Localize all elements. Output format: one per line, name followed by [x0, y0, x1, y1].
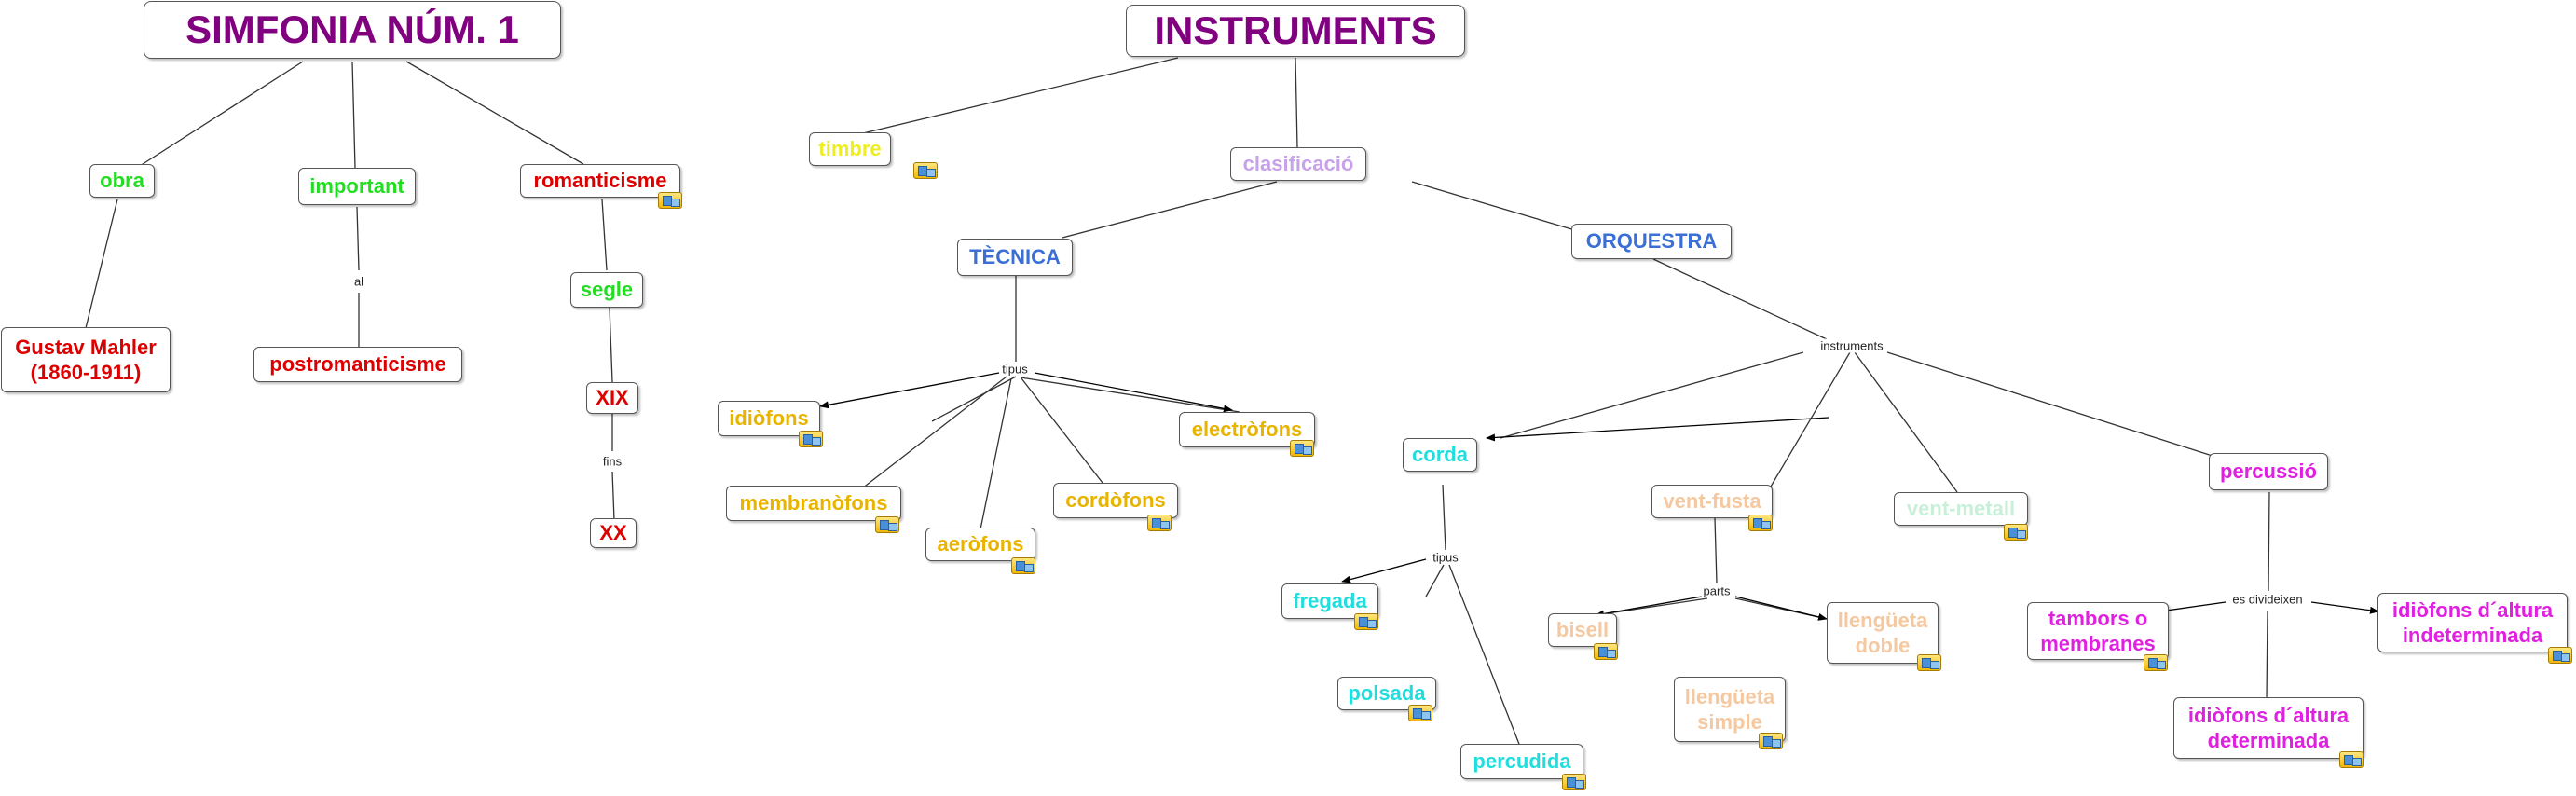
concept-orquestra[interactable]: ORQUESTRA [1571, 224, 1732, 259]
concept-tambors-o-membranes[interactable]: tambors o membranes [2027, 602, 2169, 660]
concept-label: llengüeta doble [1837, 608, 1928, 658]
concept-bisell[interactable]: bisell [1548, 613, 1617, 647]
concept-polsada[interactable]: polsada [1337, 677, 1436, 710]
resource-attachment-icon[interactable] [875, 516, 899, 533]
concept-label: idiòfons d´altura indeterminada [2391, 597, 2554, 648]
concept-obra[interactable]: obra [89, 164, 155, 198]
resource-attachment-icon[interactable] [799, 431, 823, 447]
link-label-fins: fins [600, 454, 624, 469]
concept-label: vent-fusta [1663, 489, 1761, 514]
concept-label: cordòfons [1065, 488, 1166, 513]
concept-label: electròfons [1191, 418, 1303, 442]
concept-label: TÈCNICA [969, 245, 1061, 269]
resource-attachment-icon[interactable] [658, 192, 682, 209]
concept-label: obra [100, 169, 144, 193]
concept-instruments-title[interactable]: INSTRUMENTS [1126, 5, 1465, 57]
concept-label: XIX [596, 386, 629, 410]
concept-label: timbre [818, 137, 882, 161]
concept-label: tambors o membranes [2040, 606, 2156, 656]
concept-label: idiòfons d´altura determinada [2187, 703, 2350, 753]
link-label-al: al [351, 274, 366, 289]
concept-label: fregada [1293, 589, 1367, 613]
concept-label: Gustav Mahler (1860-1911) [15, 335, 157, 385]
concept-postromanticisme[interactable]: postromanticisme [253, 347, 462, 382]
concept-timbre[interactable]: timbre [809, 132, 891, 166]
link-label-tipus: tipus [1000, 362, 1030, 377]
resource-attachment-icon[interactable] [1748, 515, 1773, 531]
concept-label: percudida [1473, 749, 1571, 774]
concept-label: clasificació [1242, 152, 1354, 176]
concept-idiofons-determinada[interactable]: idiòfons d´altura determinada [2173, 697, 2364, 759]
concept-label: ORQUESTRA [1585, 229, 1718, 254]
concept-idiofons-indeterminada[interactable]: idiòfons d´altura indeterminada [2377, 593, 2568, 652]
resource-attachment-icon[interactable] [1147, 515, 1172, 531]
concept-idiofons[interactable]: idiòfons [718, 401, 820, 436]
concept-percudida[interactable]: percudida [1460, 744, 1583, 779]
resource-attachment-icon[interactable] [2004, 524, 2028, 541]
concept-label: segle [580, 278, 634, 302]
resource-attachment-icon[interactable] [1354, 613, 1378, 630]
concept-label: XX [599, 521, 627, 545]
concept-label: membranòfons [739, 491, 888, 515]
resource-attachment-icon[interactable] [2144, 654, 2168, 671]
resource-attachment-icon[interactable] [2548, 647, 2572, 664]
concept-membranofons[interactable]: membranòfons [726, 486, 901, 521]
link-label-parts: parts [1701, 583, 1733, 598]
resource-attachment-icon[interactable] [1408, 705, 1432, 721]
resource-attachment-icon[interactable] [1759, 733, 1783, 749]
concept-label: SIMFONIA NÚM. 1 [185, 7, 519, 51]
concept-tecnica[interactable]: TÈCNICA [957, 239, 1073, 276]
resource-attachment-icon[interactable] [2339, 751, 2364, 768]
concept-simfonia-title[interactable]: SIMFONIA NÚM. 1 [144, 1, 561, 59]
concept-label: idiòfons [729, 406, 809, 431]
concept-label: polsada [1348, 681, 1426, 706]
concept-vent-fusta[interactable]: vent-fusta [1651, 485, 1773, 518]
concept-electrofons[interactable]: electròfons [1179, 412, 1315, 447]
concept-label: vent-metall [1906, 497, 2016, 521]
resource-attachment-icon[interactable] [1917, 654, 1941, 671]
concept-label: postromanticisme [269, 352, 446, 377]
concept-llengueta-simple[interactable]: llengüeta simple [1674, 677, 1786, 742]
concept-label: percussió [2220, 460, 2317, 484]
concept-important[interactable]: important [298, 168, 416, 205]
resource-attachment-icon[interactable] [1011, 557, 1035, 574]
concept-label: corda [1412, 443, 1468, 467]
concept-aerofons[interactable]: aeròfons [925, 528, 1035, 561]
concept-romanticisme[interactable]: romanticisme [520, 164, 680, 198]
concept-vent-metall[interactable]: vent-metall [1894, 492, 2028, 526]
link-label-corda-tipus: tipus [1431, 550, 1460, 565]
concept-label: aeròfons [937, 532, 1024, 556]
resource-attachment-icon[interactable] [1562, 774, 1586, 790]
concept-label: romanticisme [533, 169, 667, 193]
concept-percussio[interactable]: percussió [2209, 453, 2328, 490]
concept-label: INSTRUMENTS [1154, 7, 1437, 52]
concept-xx[interactable]: XX [590, 518, 637, 548]
concept-xix[interactable]: XIX [586, 382, 638, 414]
concept-gustav-mahler[interactable]: Gustav Mahler (1860-1911) [1, 327, 171, 392]
resource-attachment-icon[interactable] [1290, 440, 1314, 457]
concept-corda[interactable]: corda [1403, 438, 1477, 472]
link-label-es-divideixen: es divideixen [2230, 592, 2305, 607]
concept-fregada[interactable]: fregada [1281, 583, 1378, 619]
resource-attachment-icon[interactable] [913, 162, 938, 179]
concept-segle[interactable]: segle [570, 272, 643, 308]
concept-label: important [309, 174, 404, 199]
concept-label: llengüeta simple [1684, 684, 1775, 734]
resource-attachment-icon[interactable] [1594, 643, 1618, 660]
concept-cordofons[interactable]: cordòfons [1053, 483, 1178, 518]
link-label-instruments: instruments [1818, 338, 1885, 353]
concept-llengueta-doble[interactable]: llengüeta doble [1827, 602, 1939, 664]
concept-clasificacio[interactable]: clasificació [1230, 147, 1366, 181]
concept-label: bisell [1555, 618, 1610, 642]
